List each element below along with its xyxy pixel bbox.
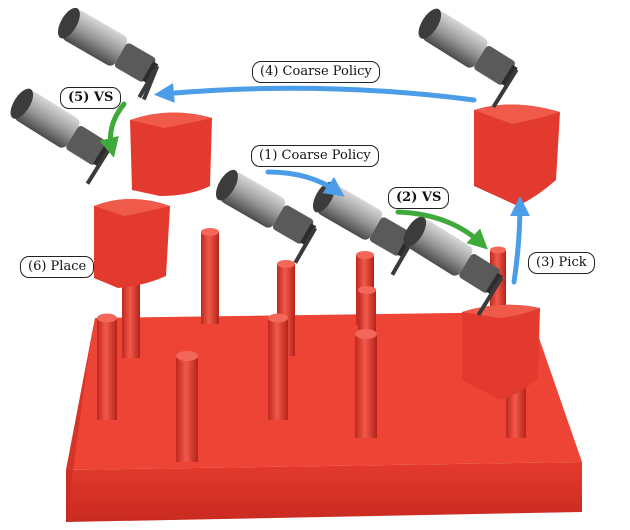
step-5-label: (5) VS [60, 87, 121, 109]
step-3-label: (3) Pick [528, 252, 595, 274]
coarse-policy-arrow-4 [162, 88, 474, 100]
step-2-label: (2) VS [388, 187, 449, 209]
step-6-label: (6) Place [20, 256, 94, 278]
peg [176, 356, 198, 462]
step-1-label: (1) Coarse Policy [251, 145, 379, 167]
peg [201, 232, 219, 324]
triangle-block-on-peg [462, 305, 540, 400]
peg [268, 318, 288, 420]
board-front-face [66, 462, 582, 522]
peg [97, 318, 117, 420]
pick-arrow-3 [514, 204, 520, 282]
vs-arrow-5 [111, 104, 125, 150]
peg [355, 334, 377, 438]
step-4-label: (4) Coarse Policy [252, 61, 380, 83]
gripper-icon [204, 166, 323, 263]
